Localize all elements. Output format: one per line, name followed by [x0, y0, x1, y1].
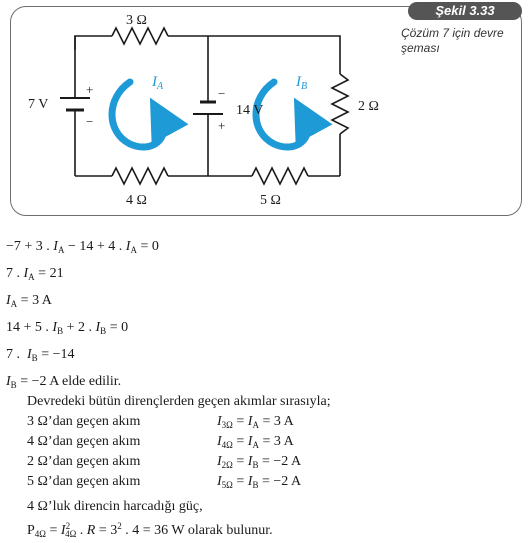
equation-ib-simplified: 7 . IB = −14 — [6, 347, 75, 363]
wire-top-mid — [168, 35, 341, 74]
label-2ohm: 2 Ω — [358, 99, 379, 114]
resistor-4ohm — [111, 166, 169, 186]
loop-arrow-b — [252, 78, 333, 151]
minus-7v: − — [86, 114, 93, 129]
label-4ohm: 4 Ω — [126, 193, 147, 208]
label-3ohm: 3 Ω — [126, 13, 147, 28]
current-row-5ohm-label: 5 Ω’dan geçen akım — [27, 474, 141, 489]
equation-loop-a: −7 + 3 . IA − 14 + 4 . IA = 0 — [6, 239, 159, 255]
current-row-4ohm-label: 4 Ω’dan geçen akım — [27, 434, 141, 449]
current-row-2ohm-value: I2Ω = IB = −2 A — [217, 454, 302, 470]
currents-intro: Devredeki bütün dirençlerden geçen akıml… — [27, 394, 331, 409]
wire-top-left — [74, 35, 112, 50]
resistor-3ohm — [111, 26, 169, 46]
label-7v: 7 V — [28, 97, 48, 112]
plus-14v: + — [218, 118, 225, 133]
figure-number-badge: Şekil 3.33 — [408, 2, 522, 20]
current-row-5ohm-value: I5Ω = IB = −2 A — [217, 474, 302, 490]
figure-frame — [10, 6, 522, 216]
result-ib: IB = −2 A elde edilir. — [6, 374, 122, 390]
equation-ia-simplified: 7 . IA = 21 — [6, 266, 64, 282]
circuit-diagram: 3 Ω 4 Ω 5 Ω 2 Ω 7 V 14 V + − − + IA IB — [28, 13, 379, 208]
figure-caption: Çözüm 7 için devre şeması — [401, 26, 504, 55]
current-row-3ohm-value: I3Ω = IA = 3 A — [217, 414, 294, 430]
label-5ohm: 5 Ω — [260, 193, 281, 208]
equation-loop-b: 14 + 5 . IB + 2 . IB = 0 — [6, 320, 129, 336]
loop-arrow-a — [108, 78, 189, 151]
minus-14v: − — [218, 86, 225, 101]
label-ib: IB — [295, 74, 307, 92]
result-ia: IA = 3 A — [6, 293, 52, 309]
resistor-5ohm — [251, 166, 309, 186]
power-intro: 4 Ω’luk direncin harcadığı güç, — [27, 499, 203, 514]
power-equation: P4Ω = I24Ω . R = 32 . 4 = 36 W olarak bu… — [27, 521, 273, 539]
current-row-4ohm-value: I4Ω = IA = 3 A — [217, 434, 294, 450]
current-row-3ohm-label: 3 Ω’dan geçen akım — [27, 414, 141, 429]
current-row-2ohm-label: 2 Ω’dan geçen akım — [27, 454, 141, 469]
label-ia: IA — [151, 74, 164, 92]
plus-7v: + — [86, 82, 93, 97]
resistor-2ohm — [330, 73, 350, 135]
label-14v: 14 V — [236, 103, 263, 118]
